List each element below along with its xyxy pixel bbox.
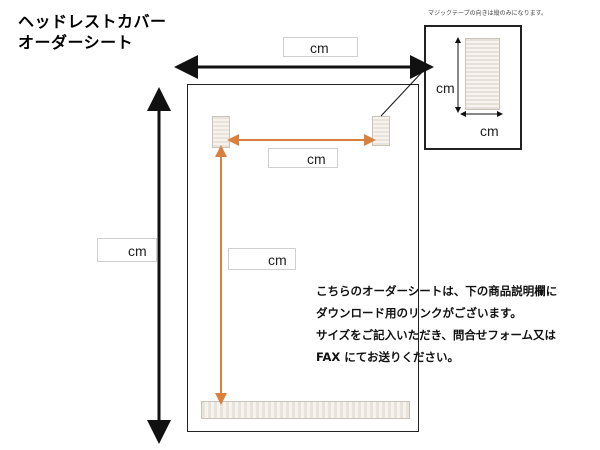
instructions-line-3: サイズをご記入いただき、問合せフォーム又は [316, 328, 557, 342]
width-input[interactable] [283, 37, 358, 57]
title-line-2: オーダーシート [18, 33, 134, 52]
inset-leader-line [380, 69, 425, 117]
height-unit: cm [128, 243, 147, 259]
tape-spacing-horizontal-input[interactable] [268, 148, 338, 168]
velcro-tape-top-right [372, 116, 390, 146]
instructions-text: こちらのオーダーシートは、下の商品説明欄に ダウンロード用のリンクがございます。… [316, 280, 586, 368]
tape-spacing-vertical-input[interactable] [228, 248, 296, 270]
instructions-line-2: ダウンロード用のリンクがございます。 [316, 306, 522, 320]
tape-length-unit: cm [436, 80, 455, 96]
instructions-line-4: FAX にてお送りください。 [316, 350, 459, 364]
width-unit: cm [310, 40, 329, 56]
height-input[interactable] [97, 238, 157, 262]
inset-note: マジックテープの向きは縦のみになります。 [428, 10, 548, 17]
tape-spacing-vertical-unit: cm [268, 252, 287, 268]
velcro-tape-detail [465, 38, 500, 110]
title-line-1: ヘッドレストカバー [18, 12, 167, 31]
tape-spacing-horizontal-unit: cm [307, 151, 326, 167]
tape-width-unit: cm [480, 123, 499, 139]
instructions-line-1: こちらのオーダーシートは、下の商品説明欄に [316, 284, 558, 298]
velcro-tape-bottom [201, 401, 410, 419]
